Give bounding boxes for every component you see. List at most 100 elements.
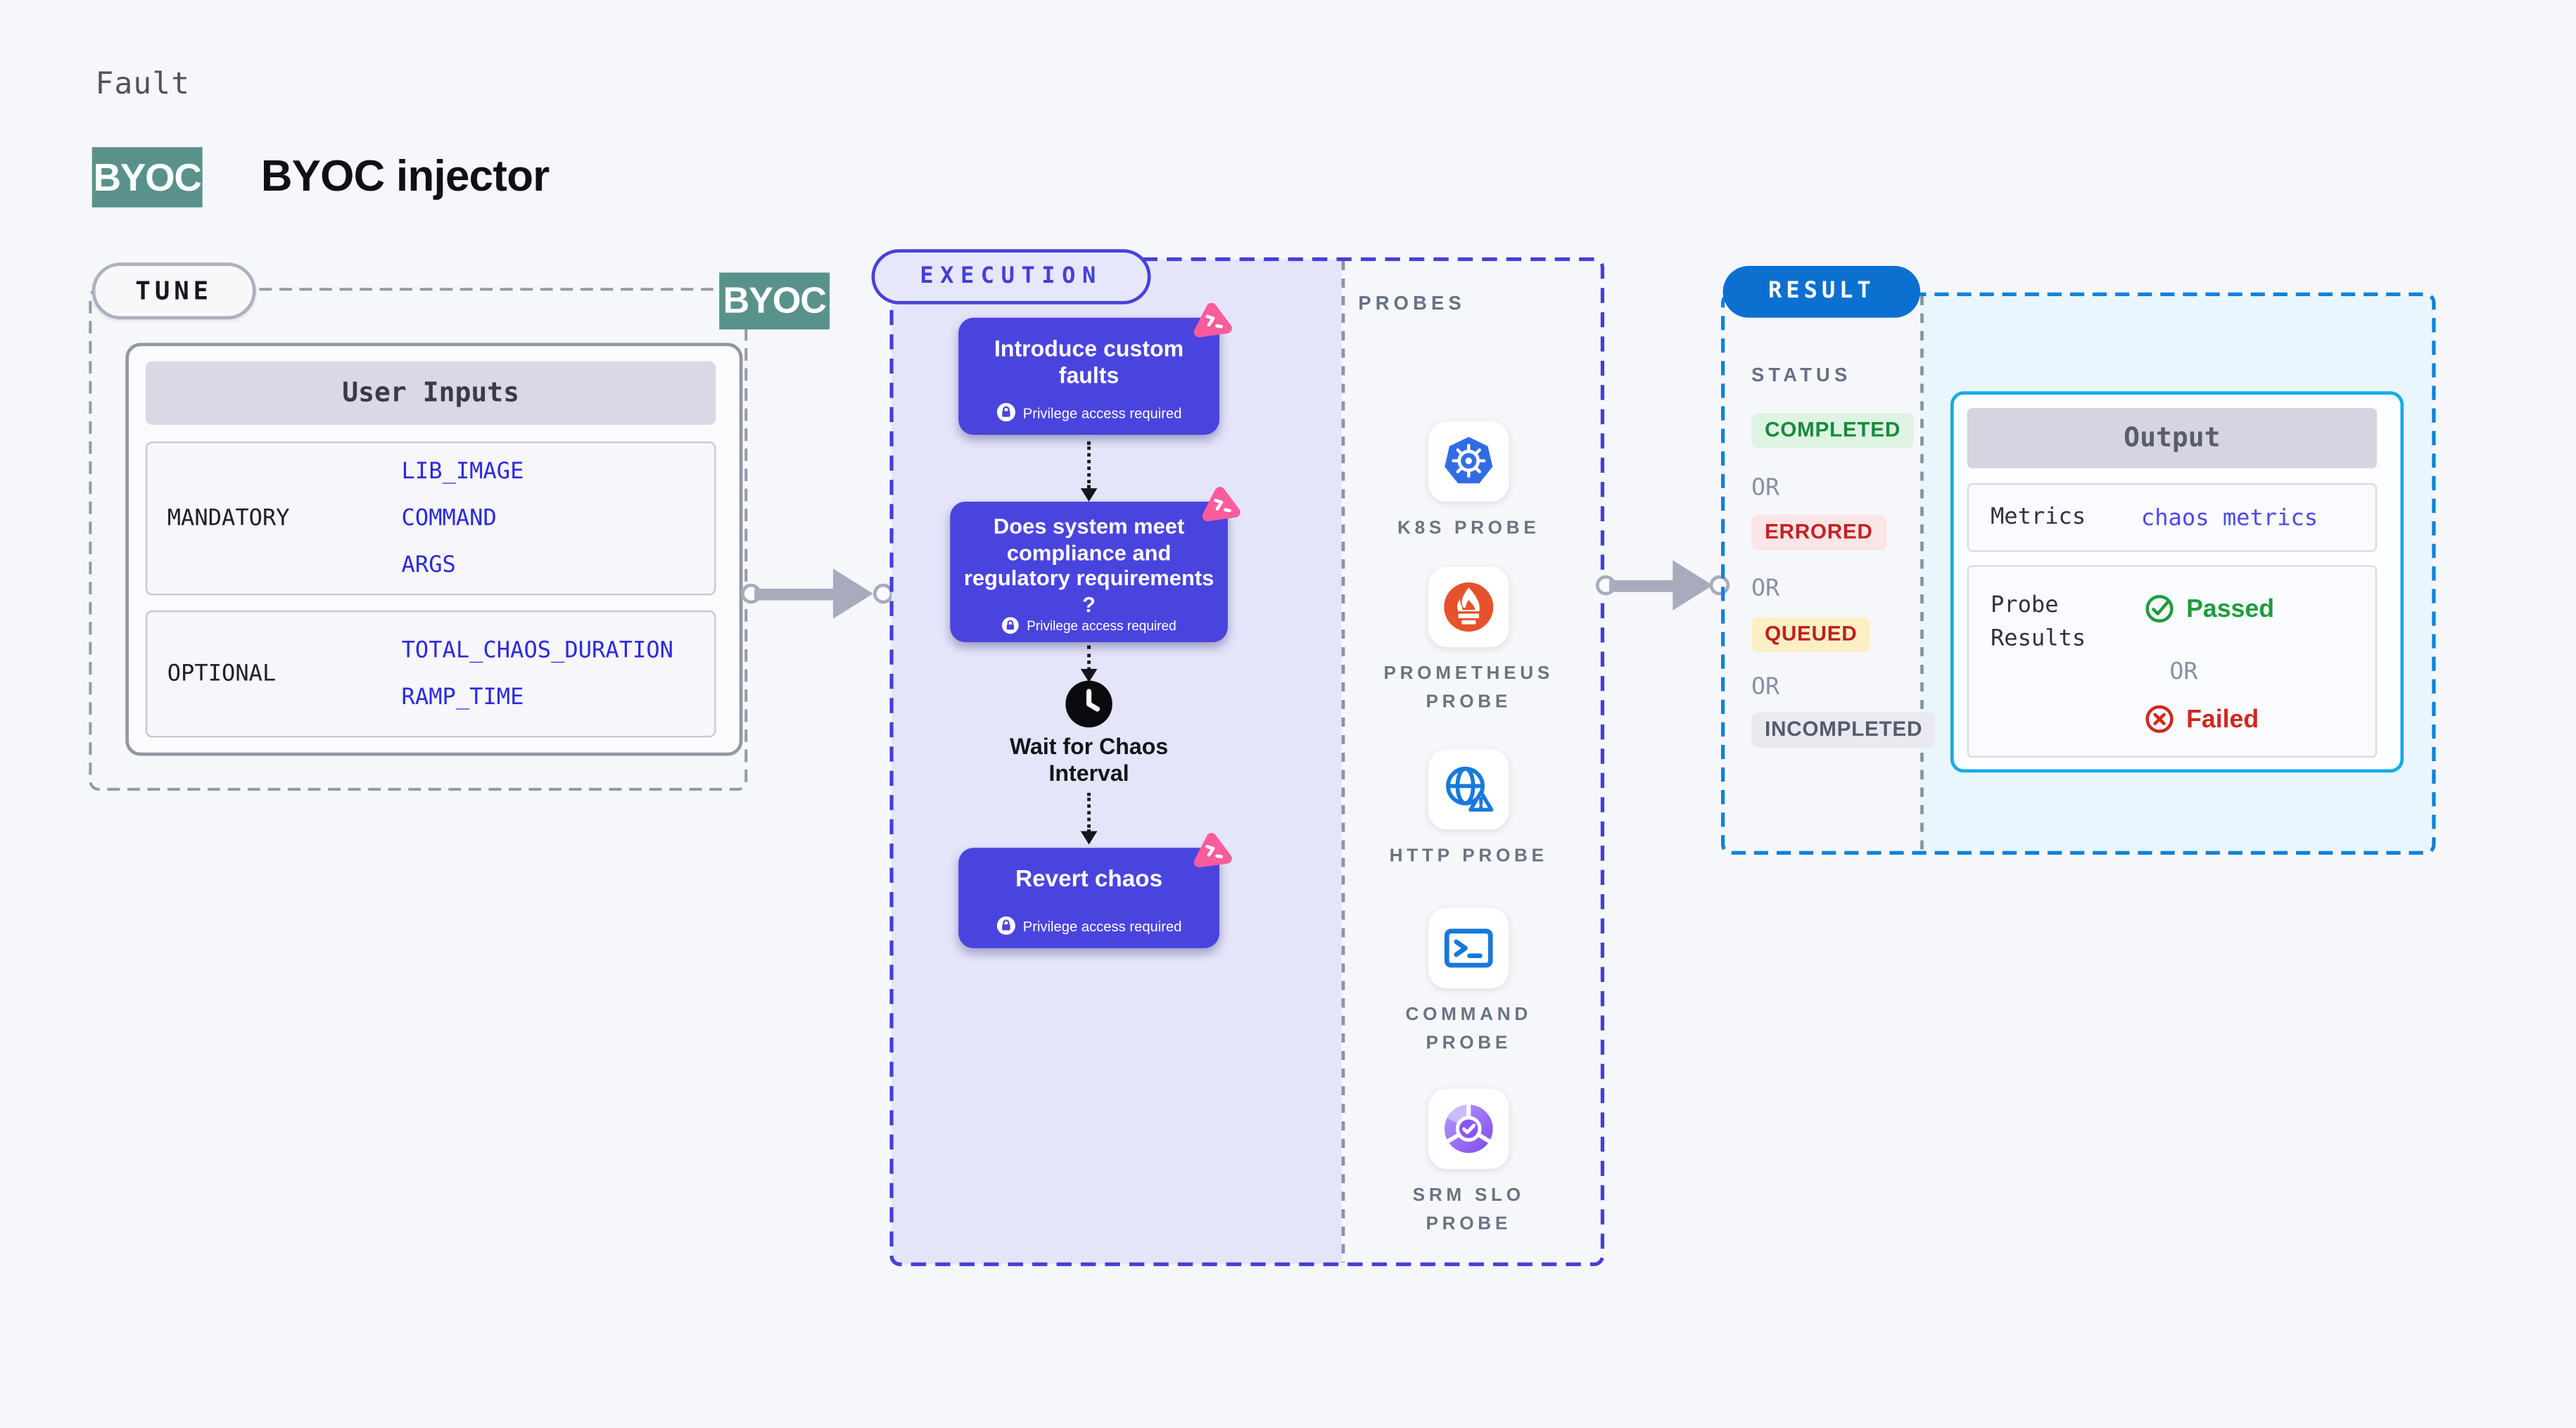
or-label: OR bbox=[1751, 674, 1780, 701]
privilege-label: Privilege access required bbox=[1022, 404, 1182, 421]
probe-label: COMMAND PROBE bbox=[1405, 1005, 1532, 1054]
metrics-label: Metrics bbox=[1990, 502, 2086, 530]
probe-card bbox=[1428, 421, 1509, 502]
x-circle-icon bbox=[2145, 705, 2174, 733]
lock-icon bbox=[996, 402, 1015, 422]
prometheus-icon bbox=[1444, 582, 1494, 632]
lock-icon bbox=[996, 916, 1015, 935]
tune-dashed-border bbox=[89, 288, 748, 791]
output-card: Output Metrics chaos metrics Probe Resul… bbox=[1950, 391, 2404, 773]
metrics-value: chaos metrics bbox=[2140, 504, 2318, 531]
arrow-head-icon bbox=[1079, 668, 1097, 682]
chaos-experiment-icon bbox=[1193, 302, 1232, 338]
probe-card bbox=[1428, 749, 1509, 830]
arrow-head-icon bbox=[832, 568, 873, 619]
arrow-head-icon bbox=[1079, 488, 1097, 502]
privilege-label: Privilege access required bbox=[1027, 618, 1176, 634]
node-introduce-custom-faults: Introduce custom faults Privilege access… bbox=[958, 317, 1220, 435]
chaos-experiment-icon bbox=[1193, 833, 1232, 868]
privilege-label: Privilege access required bbox=[1022, 917, 1182, 934]
status-badge-incompleted: INCOMPLETED bbox=[1751, 712, 1936, 748]
mandatory-label: MANDATORY bbox=[167, 504, 290, 532]
probe-label: PROMETHEUS PROBE bbox=[1383, 663, 1554, 713]
probe-results-label: Probe Results bbox=[1990, 592, 2086, 652]
passed-result: Passed bbox=[2145, 594, 2274, 624]
user-inputs-title: User Inputs bbox=[145, 361, 716, 425]
optional-row: OPTIONAL TOTAL_CHAOS_DURATION RAMP_TIME bbox=[145, 610, 716, 738]
privilege-badge: Privilege access required bbox=[996, 916, 1182, 935]
probe-item-srm-slo: SRM SLO PROBE bbox=[1371, 1088, 1566, 1239]
or-label: OR bbox=[1751, 475, 1780, 502]
arrow-head-icon bbox=[1673, 560, 1713, 611]
result-section bbox=[1720, 292, 2436, 855]
probes-column-label: PROBES bbox=[1358, 294, 1466, 314]
probe-card bbox=[1428, 1088, 1509, 1169]
clock-icon bbox=[1065, 680, 1112, 728]
probe-item-http: HTTP PROBE bbox=[1371, 749, 1566, 872]
probe-label: HTTP PROBE bbox=[1389, 846, 1548, 867]
arrow-head-icon bbox=[1079, 831, 1097, 845]
byoc-badge: BYOC bbox=[91, 147, 203, 208]
result-dashed-border bbox=[1720, 292, 2436, 855]
execution-probes-divider bbox=[1341, 260, 1345, 1263]
wait-for-chaos-interval-label: Wait for Chaos Interval bbox=[1009, 734, 1169, 786]
output-title: Output bbox=[1967, 408, 2378, 468]
metrics-row: Metrics chaos metrics bbox=[1967, 483, 2378, 552]
env-var: TOTAL_CHAOS_DURATION bbox=[401, 637, 673, 664]
env-var: RAMP_TIME bbox=[401, 684, 524, 711]
probe-card bbox=[1428, 566, 1509, 648]
chaos-experiment-icon bbox=[1202, 487, 1241, 521]
status-badge-completed: COMPLETED bbox=[1751, 413, 1915, 449]
user-inputs-card: User Inputs MANDATORY LIB_IMAGE COMMAND … bbox=[125, 343, 743, 756]
probe-results-row: Probe Results Passed OR Failed bbox=[1967, 565, 2378, 758]
execution-pill: EXECUTION bbox=[871, 249, 1151, 305]
status-badge-errored: ERRORED bbox=[1751, 515, 1886, 551]
execution-dashed-border bbox=[889, 257, 1605, 1266]
arrow-shaft bbox=[754, 588, 835, 600]
flow-connector bbox=[1087, 441, 1091, 489]
terminal-icon bbox=[1444, 929, 1493, 968]
arrow-shaft bbox=[1609, 580, 1677, 592]
privilege-badge: Privilege access required bbox=[996, 402, 1182, 422]
probe-card bbox=[1428, 907, 1509, 988]
node-revert-chaos: Revert chaos Privilege access required bbox=[958, 848, 1220, 948]
node-title: Revert chaos bbox=[1015, 865, 1163, 892]
check-circle-icon bbox=[2145, 594, 2174, 623]
failed-label: Failed bbox=[2186, 705, 2259, 734]
status-output-divider bbox=[1920, 295, 1924, 852]
execution-section bbox=[889, 257, 1605, 1266]
optional-values: TOTAL_CHAOS_DURATION RAMP_TIME bbox=[402, 627, 673, 720]
or-label: OR bbox=[2169, 658, 2198, 686]
mandatory-row: MANDATORY LIB_IMAGE COMMAND ARGS bbox=[145, 441, 716, 596]
optional-label: OPTIONAL bbox=[167, 661, 277, 688]
mandatory-values: LIB_IMAGE COMMAND ARGS bbox=[402, 448, 524, 589]
srm-slo-icon bbox=[1444, 1104, 1493, 1154]
page-title: BYOC injector bbox=[260, 150, 550, 201]
env-var: ARGS bbox=[401, 552, 456, 579]
kubernetes-icon bbox=[1445, 437, 1493, 484]
status-badge-queued: QUEUED bbox=[1751, 617, 1871, 653]
flow-connector bbox=[1087, 645, 1091, 671]
or-label: OR bbox=[1751, 575, 1780, 602]
tune-pill: TUNE bbox=[91, 262, 256, 320]
node-title: Introduce custom faults bbox=[994, 336, 1184, 389]
result-pill: RESULT bbox=[1722, 265, 1921, 318]
byoc-corner-badge: BYOC bbox=[719, 272, 830, 330]
probe-item-command: COMMAND PROBE bbox=[1371, 907, 1566, 1059]
http-globe-icon bbox=[1446, 766, 1494, 812]
probe-label: K8S PROBE bbox=[1397, 518, 1540, 539]
tune-section bbox=[89, 288, 748, 791]
passed-label: Passed bbox=[2186, 594, 2275, 623]
flow-connector bbox=[1087, 792, 1091, 833]
connector-ring bbox=[1709, 575, 1730, 596]
status-column-label: STATUS bbox=[1751, 366, 1852, 387]
lock-icon bbox=[1001, 618, 1019, 635]
node-title: Does system meet compliance and regulato… bbox=[963, 513, 1214, 617]
probe-item-prometheus: PROMETHEUS PROBE bbox=[1371, 566, 1566, 718]
failed-result: Failed bbox=[2145, 704, 2259, 734]
privilege-badge: Privilege access required bbox=[1001, 618, 1176, 635]
probe-item-k8s: K8S PROBE bbox=[1371, 421, 1566, 544]
fault-category-label: Fault bbox=[95, 67, 191, 103]
